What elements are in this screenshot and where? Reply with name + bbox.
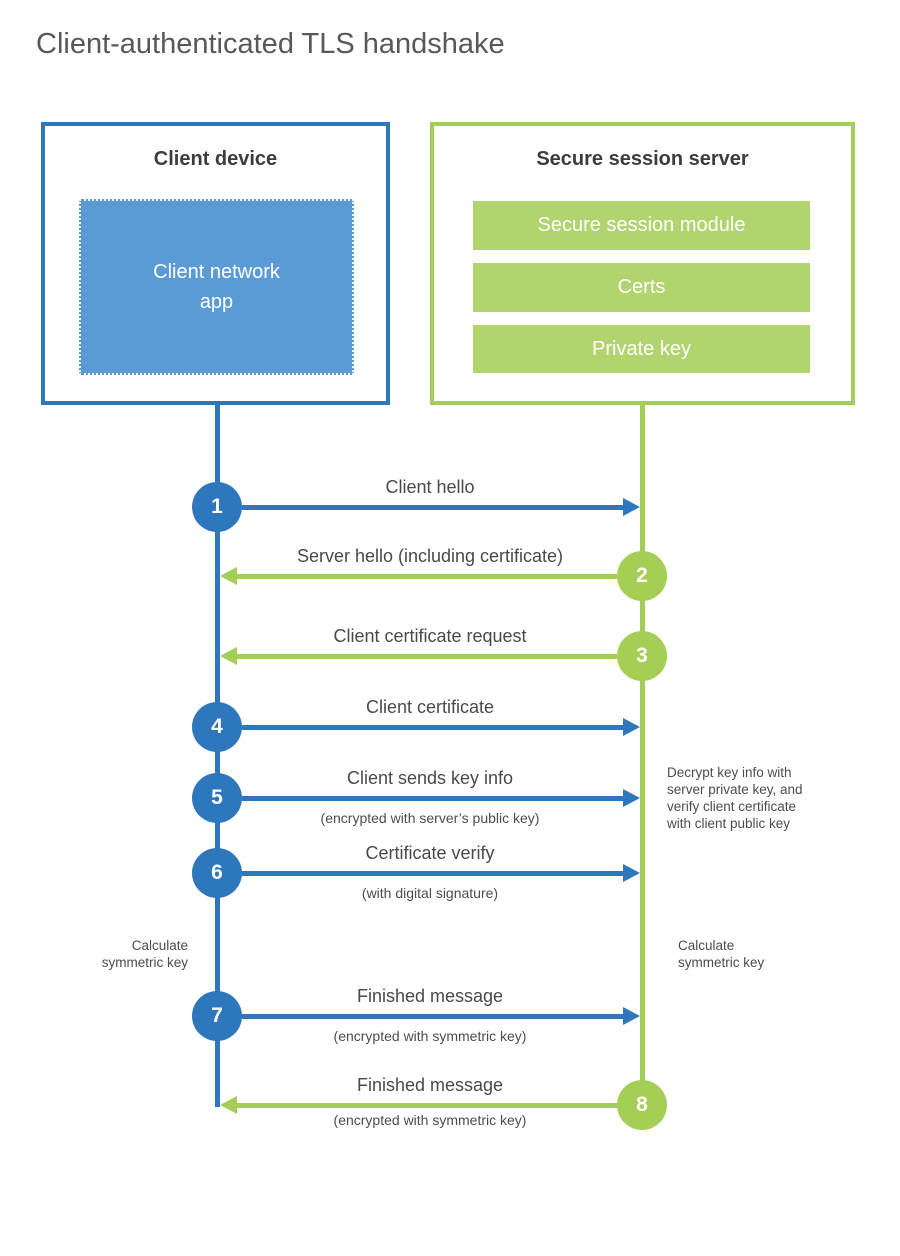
step-5-circle: 5 [192,773,242,823]
step-2-number: 2 [636,564,648,587]
step-1-arrow-shaft [242,505,624,510]
step-1-number: 1 [211,495,223,518]
step-4-arrowhead-right-icon [623,718,640,736]
step-8-label: Finished message [356,1075,504,1095]
step-5-arrowhead-right-icon [623,789,640,807]
server-module-label: Secure session module [537,214,746,236]
step-6-circle: 6 [192,848,242,898]
step-5-arrow-shaft [242,796,624,801]
client-device-heading: Client device [153,148,278,170]
step-4-label: Client certificate [365,697,495,717]
step-6-label: Certificate verify [365,843,495,863]
step-3-label: Client certificate request [333,626,527,646]
step-7-sublabel: (encrypted with symmetric key) [333,1028,527,1044]
server-module-bar-private-key: Private key [473,325,810,373]
step-8-arrowhead-left-icon [220,1096,237,1114]
step-2-arrow-shaft [236,574,617,579]
step-3-circle: 3 [617,631,667,681]
client-network-app-label: Client network app [153,261,280,313]
step-1-label: Client hello [385,477,475,497]
secure-session-server-heading: Secure session server [536,148,749,170]
server-lifeline [640,405,645,1105]
step-3-arrow-shaft [236,654,617,659]
step-6-number: 6 [211,861,223,884]
step-6-arrowhead-right-icon [623,864,640,882]
step-3-arrowhead-left-icon [220,647,237,665]
step-4-arrow-shaft [242,725,624,730]
calculate-symmetric-key-note-client: Calculate symmetric key [101,938,188,970]
step-2-arrowhead-left-icon [220,567,237,585]
step-1-arrowhead-right-icon [623,498,640,516]
step-3-number: 3 [636,644,648,667]
step-7-arrow-shaft [242,1014,624,1019]
step-2-circle: 2 [617,551,667,601]
step-4-circle: 4 [192,702,242,752]
step-8-circle: 8 [617,1080,667,1130]
step-2-label: Server hello (including certificate) [296,546,564,566]
step-5-label: Client sends key info [346,768,514,788]
step-7-label: Finished message [356,986,504,1006]
decrypt-key-note: Decrypt key info with server private key… [667,765,803,831]
step-5-sublabel: (encrypted with server’s public key) [320,810,540,826]
server-module-label: Certs [617,276,666,298]
server-module-label: Private key [592,337,691,360]
client-lifeline [215,405,220,1107]
step-8-arrow-shaft [236,1103,617,1108]
step-4-number: 4 [211,715,223,738]
step-7-arrowhead-right-icon [623,1007,640,1025]
server-module-bar-certs: Certs [473,263,810,312]
step-8-number: 8 [636,1093,648,1116]
calculate-symmetric-key-note-server: Calculate symmetric key [678,938,765,970]
step-1-circle: 1 [192,482,242,532]
step-7-number: 7 [211,1004,223,1027]
step-5-number: 5 [211,786,223,809]
step-7-circle: 7 [192,991,242,1041]
step-6-sublabel: (with digital signature) [361,885,499,901]
server-module-bar-secure-session-module: Secure session module [473,201,810,250]
step-6-arrow-shaft [242,871,624,876]
client-network-app-box: Client network app [79,199,354,375]
page-title: Client-authenticated TLS handshake [36,28,505,60]
step-8-sublabel: (encrypted with symmetric key) [333,1112,527,1128]
